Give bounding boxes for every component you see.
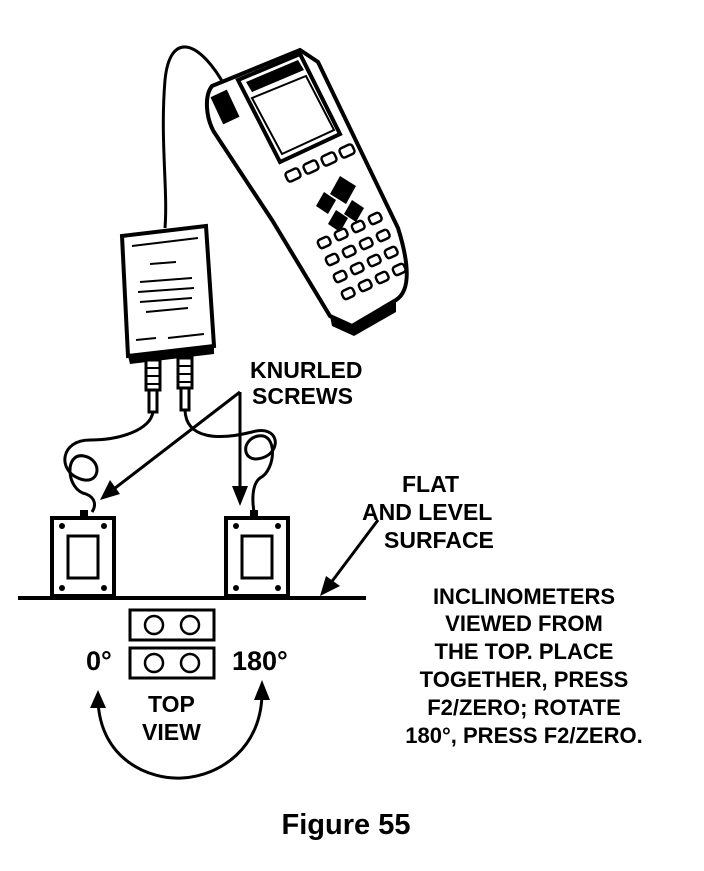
keypad-key	[350, 219, 366, 234]
inclinometer-left	[50, 510, 116, 598]
interface-box	[119, 223, 217, 364]
angle-180-label: 180°	[232, 646, 288, 676]
knurled-label-line1: KNURLED	[250, 357, 362, 383]
keypad-key	[357, 278, 373, 293]
instruction-line5: F2/ZERO; ROTATE	[427, 695, 621, 720]
keypad-key	[375, 228, 391, 243]
keypad-key	[374, 270, 390, 285]
keypad-key	[349, 261, 365, 276]
handheld-keypad	[316, 211, 407, 301]
rotation-arrow	[90, 680, 270, 780]
knurled-connector-right	[176, 356, 194, 412]
instruction-line1: INCLINOMETERS	[433, 584, 615, 609]
figure-caption: Figure 55	[282, 809, 411, 841]
keypad-key	[332, 269, 348, 284]
handheld-terminal	[205, 47, 409, 336]
knurled-screw-arrows	[100, 390, 248, 506]
instruction-line2: VIEWED FROM	[445, 611, 603, 636]
instruction-line3: THE TOP. PLACE	[435, 639, 614, 664]
knurled-connector-left	[144, 358, 162, 414]
knurled-label-line2: SCREWS	[252, 383, 353, 409]
top-view-label-line1: TOP	[148, 691, 195, 717]
instruction-line4: TOGETHER, PRESS	[420, 667, 629, 692]
top-view-inclinometer-b	[128, 646, 216, 680]
keypad-key	[383, 245, 399, 260]
keypad-key	[367, 211, 383, 226]
keypad-key	[316, 235, 332, 250]
sensor-cables	[63, 409, 277, 513]
surface-arrow	[320, 519, 380, 596]
keypad-key	[358, 236, 374, 251]
keypad-key	[341, 244, 357, 259]
handheld-arrow-keys	[316, 176, 364, 232]
keypad-key	[366, 253, 382, 268]
inclinometer-right	[224, 510, 290, 598]
flat-label-line2: AND LEVEL	[362, 499, 492, 525]
instruction-line6: 180°, PRESS F2/ZERO.	[405, 723, 642, 748]
keypad-key	[340, 286, 356, 301]
flat-label-line3: SURFACE	[384, 527, 494, 553]
keypad-key	[324, 252, 340, 267]
handheld-cable	[161, 45, 228, 229]
top-view-label-line2: VIEW	[142, 719, 201, 745]
keypad-key	[333, 227, 349, 242]
top-view-inclinometer-a	[128, 608, 216, 642]
keypad-key	[391, 262, 407, 277]
flat-label-line1: FLAT	[402, 471, 459, 497]
angle-0-label: 0°	[86, 646, 112, 676]
handheld-function-keys	[284, 143, 356, 183]
